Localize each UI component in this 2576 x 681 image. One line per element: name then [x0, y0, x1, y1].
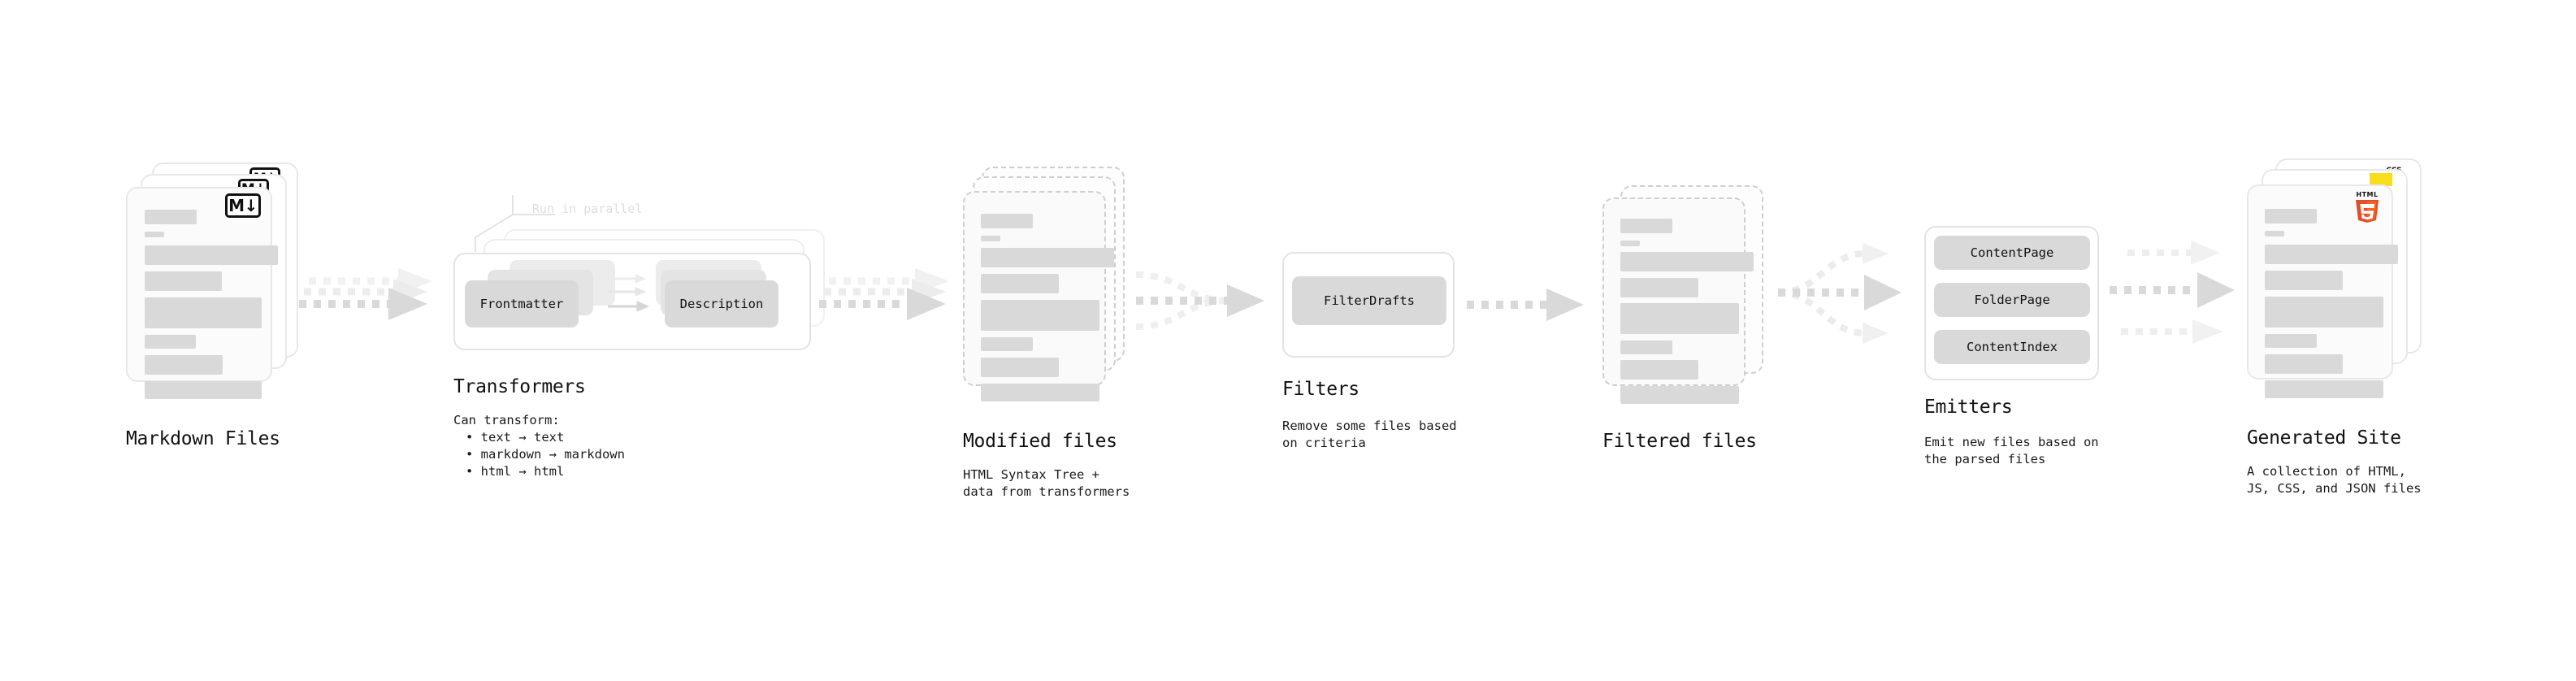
modified-files-desc-2: data from transformers — [963, 484, 1130, 499]
skeleton-bar — [145, 210, 197, 224]
emitters-chip-contentpage-label: ContentPage — [1970, 245, 2054, 260]
generated-site-card-html — [2247, 184, 2398, 398]
skeleton-bar — [2265, 354, 2343, 374]
skeleton-bar — [145, 355, 223, 375]
modified-file-card-front — [963, 191, 1114, 401]
emitters-chip-contentpage[interactable]: ContentPage — [1934, 236, 2090, 270]
skeleton-bar — [2265, 380, 2383, 398]
skeleton-bar — [145, 297, 262, 328]
filters-desc-1: Remove some files based — [1282, 419, 1457, 433]
arrow-emitters-to-site — [2110, 241, 2235, 344]
skeleton-bar — [981, 274, 1059, 293]
arrow-filters-to-filtered — [1467, 288, 1584, 321]
skeleton-bar — [1620, 219, 1672, 233]
skeleton-bar — [981, 337, 1033, 351]
skeleton-bar — [1620, 252, 1754, 271]
filters-title: Filters — [1282, 379, 1360, 400]
run-in-parallel-label: Run in parallel — [532, 202, 643, 216]
arrow-modified-to-filters — [1135, 271, 1264, 330]
filtered-file-card-front — [1602, 197, 1754, 404]
markdown-files-card-stack: M↓ M↓ M↓ — [126, 163, 301, 406]
modified-files-desc-1: HTML Syntax Tree + — [963, 467, 1099, 482]
markdown-icon: M↓ — [225, 193, 261, 218]
skeleton-bar — [981, 214, 1033, 228]
emitters-chip-folderpage[interactable]: FolderPage — [1934, 283, 2090, 317]
skeleton-bar — [2265, 209, 2317, 223]
transformer-chip-description-label: Description — [679, 297, 764, 311]
markdown-files-title: Markdown Files — [126, 428, 280, 449]
skeleton-bar — [981, 248, 1114, 267]
skeleton-bar — [2265, 271, 2343, 290]
skeleton-bar — [145, 232, 164, 237]
transformer-chip-description[interactable]: Description — [665, 280, 778, 327]
arrow-markdown-to-transformers — [299, 268, 432, 320]
emitters-chip-contentindex-label: ContentIndex — [1967, 340, 2058, 354]
arrow-filtered-to-emitters — [1777, 243, 1902, 344]
skeleton-bar — [145, 271, 222, 291]
transformers-title: Transformers — [453, 376, 586, 397]
skeleton-bar — [981, 384, 1099, 401]
html5-icon: HTML — [2356, 191, 2379, 223]
transformer-chip-frontmatter-label: Frontmatter — [479, 297, 564, 311]
svg-text:HTML: HTML — [2356, 191, 2378, 198]
skeleton-bar — [981, 300, 1099, 331]
filters-chip-filterdrafts-label: FilterDrafts — [1324, 293, 1415, 308]
skeleton-bar — [1620, 278, 1698, 297]
generated-site-desc-2: JS, CSS, and JSON files — [2247, 481, 2422, 496]
skeleton-bar — [145, 381, 262, 399]
modified-files-title: Modified files — [963, 431, 1117, 452]
generated-site-card-stack: CSS HTML — [2247, 158, 2434, 402]
emitters-desc-2: the parsed files — [1924, 452, 2046, 466]
skeleton-bar — [1620, 360, 1698, 380]
markdown-file-card-front — [126, 187, 278, 399]
skeleton-bar — [145, 335, 196, 349]
skeleton-bar — [1620, 241, 1640, 246]
skeleton-bar — [2265, 245, 2398, 264]
transformers-item-2: • markdown → markdown — [466, 447, 625, 462]
filtered-files-title: Filtered files — [1602, 431, 1757, 452]
skeleton-bar — [1620, 340, 1672, 354]
emitters-title: Emitters — [1924, 397, 2013, 418]
transformers-can-transform-heading: Can transform: — [453, 413, 560, 427]
transformers-item-1: • text → text — [466, 430, 565, 445]
js-icon — [2370, 173, 2392, 186]
arrow-transformers-to-modified — [819, 268, 949, 320]
generated-site-title: Generated Site — [2247, 427, 2401, 449]
skeleton-bar — [1620, 303, 1739, 334]
skeleton-bar — [145, 245, 278, 265]
transformers-item-3: • html → html — [466, 464, 565, 479]
emitters-desc-1: Emit new files based on — [1924, 435, 2099, 449]
skeleton-bar — [981, 236, 1000, 241]
transformer-chip-frontmatter[interactable]: Frontmatter — [465, 280, 579, 327]
emitters-chip-folderpage-label: FolderPage — [1974, 293, 2050, 307]
emitters-chip-contentindex[interactable]: ContentIndex — [1934, 330, 2090, 364]
modified-files-card-stack — [963, 167, 1138, 410]
skeleton-bar — [1620, 386, 1739, 404]
filters-desc-2: on criteria — [1282, 436, 1366, 450]
skeleton-bar — [981, 358, 1059, 377]
markdown-badge-text: M↓ — [228, 196, 258, 215]
filtered-files-card-stack — [1602, 185, 1777, 429]
skeleton-bar — [2265, 334, 2317, 348]
skeleton-bar — [2265, 231, 2284, 236]
run-in-parallel-bracket — [475, 195, 555, 252]
transformer-inner-arrows — [608, 274, 650, 312]
skeleton-bar — [2265, 297, 2383, 327]
filters-chip-filterdrafts[interactable]: FilterDrafts — [1292, 276, 1446, 325]
generated-site-desc-1: A collection of HTML, — [2247, 464, 2406, 479]
